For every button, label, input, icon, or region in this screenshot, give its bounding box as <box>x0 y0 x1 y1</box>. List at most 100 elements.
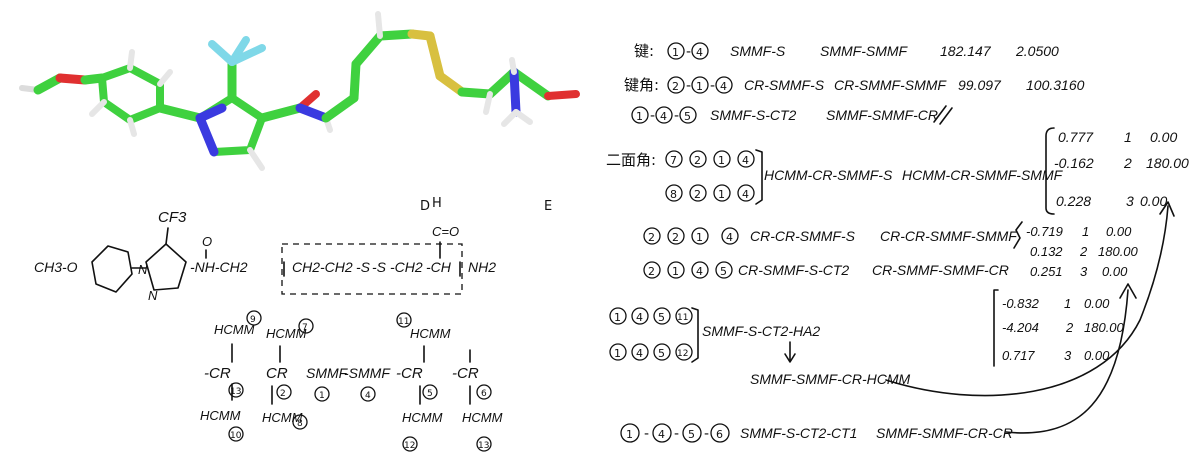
param-value: 180.00 <box>1146 155 1189 171</box>
param-value: 2 <box>1123 155 1132 171</box>
type-label: -SMMF <box>344 365 391 381</box>
co-label: C=O <box>432 224 459 239</box>
svg-text:-: - <box>650 108 655 124</box>
dihedral-types-6: CR-SMMF-SMMF-CR <box>872 262 1009 278</box>
atom-num: 1 <box>636 110 643 123</box>
atom-num: 5 <box>688 428 695 441</box>
param-value: 0.00 <box>1084 348 1110 363</box>
bond-types: SMMF-S <box>730 43 786 59</box>
dihedral-label: 二面角: <box>606 151 656 169</box>
param-value: 2 <box>1065 320 1074 335</box>
bond-value-1: 182.147 <box>940 43 992 59</box>
dashed-selection-box <box>281 243 463 295</box>
param-value: 180.00 <box>1098 244 1139 259</box>
dihedral-group-2: 2 2 1 4 CR-CR-SMMF-S CR-CR-SMMF-SMMF -0.… <box>643 221 1139 279</box>
type-label: -CR <box>396 365 423 382</box>
atom-num: 4 <box>636 311 643 324</box>
atom-num: 2 <box>694 154 701 167</box>
atom-num: 1 <box>672 46 679 59</box>
param-value: 3 <box>1080 264 1088 279</box>
bond-types-2: SMMF-SMMF <box>820 43 909 59</box>
dihedral-types-5: CR-SMMF-S-CT2 <box>738 262 849 278</box>
atom-num: 4 <box>726 231 733 244</box>
atom-num: 5 <box>684 110 691 123</box>
type-num: 6 <box>481 389 487 399</box>
param-value: 0.251 <box>1030 264 1063 279</box>
type-label: HCMM <box>402 410 443 425</box>
angle-types-4: SMMF-SMMF-CR <box>826 107 938 123</box>
ch3o-label: CH3-O <box>34 259 78 275</box>
atom-type-diagram: HCMM 9 HCMM 7 HCMM 11 -CR 13 CR 2 SMMF 1… <box>200 310 503 452</box>
dihedral-group-3: 2 1 4 5 CR-SMMF-S-CT2 CR-SMMF-SMMF-CR -0… <box>643 261 1125 367</box>
param-value: 0.132 <box>1030 244 1063 259</box>
svg-text:-: - <box>674 426 679 442</box>
type-label: HCMM <box>200 408 241 423</box>
type-num: 2 <box>280 389 286 399</box>
type-label: HCMM <box>214 322 255 337</box>
cf3-label: CF3 <box>158 209 187 226</box>
param-value: 1 <box>1124 129 1132 145</box>
atom-num: 4 <box>696 46 703 59</box>
benzene-ring-sketch <box>91 245 133 293</box>
type-label: CR <box>266 365 288 382</box>
param-value: 0.00 <box>1150 129 1177 145</box>
pyrazole-ring-sketch <box>145 243 187 291</box>
atom-num: 11 <box>677 313 688 323</box>
param-value: 0.00 <box>1140 193 1167 209</box>
atom-num: 1 <box>672 265 679 278</box>
param-value: -0.719 <box>1026 224 1063 239</box>
atom-num: 4 <box>696 265 703 278</box>
chain-ch2-3: -CH2 <box>390 259 423 275</box>
dihedral-types-9: SMMF-S-CT2-CT1 <box>740 425 857 441</box>
param-value: 3 <box>1064 348 1072 363</box>
svg-text:-: - <box>686 44 691 60</box>
carbonyl-o-label: O <box>202 234 212 249</box>
type-label: SMMF <box>306 365 349 381</box>
type-label: HCMM <box>462 410 503 425</box>
dihedral-group-5: 1 - 4 - 5 - 6 SMMF-S-CT2-CT1 SMMF-SMMF-C… <box>620 423 1013 443</box>
param-value: 1 <box>1064 296 1071 311</box>
atom-num: 5 <box>720 265 727 278</box>
type-label: HCMM <box>410 326 451 341</box>
type-label: -CR <box>204 365 231 382</box>
angle-types-1: CR-SMMF-S <box>744 77 825 93</box>
atom-num: 1 <box>718 188 725 201</box>
molecule-3d-render <box>19 11 580 171</box>
angle-value-2: 100.3160 <box>1026 77 1085 93</box>
param-value: -0.162 <box>1054 155 1094 171</box>
atom-num: 4 <box>658 428 665 441</box>
atom-num: 2 <box>672 231 679 244</box>
nh2-label: NH2 <box>468 259 496 275</box>
chain-s-1: -S <box>356 259 371 275</box>
param-value: 0.00 <box>1084 296 1110 311</box>
svg-text:-: - <box>644 426 649 442</box>
atom-num: 2 <box>672 80 679 93</box>
arrowhead <box>1159 201 1175 217</box>
parameter-notes: 键: 1 - 4 SMMF-S SMMF-SMMF 182.147 2.0500… <box>606 42 1189 443</box>
atom-num: 7 <box>670 154 677 167</box>
atom-num: 1 <box>696 231 703 244</box>
svg-text:-: - <box>674 108 679 124</box>
atom-num: 2 <box>648 265 655 278</box>
dihedral-types-7: SMMF-S-CT2-HA2 <box>702 323 820 339</box>
param-value: 2 <box>1079 244 1088 259</box>
param-value: 0.228 <box>1056 193 1091 209</box>
type-num: 13 <box>478 441 489 451</box>
angle-value-1: 99.097 <box>958 77 1002 93</box>
param-value: 180.00 <box>1084 320 1125 335</box>
type-num: 5 <box>427 389 433 399</box>
atom-num: 4 <box>720 80 727 93</box>
atom-num: 6 <box>716 428 723 441</box>
atom-num: 4 <box>742 154 749 167</box>
param-value: 0.00 <box>1106 224 1132 239</box>
param-value: -4.204 <box>1002 320 1039 335</box>
angle-block: 键角: 2 - 1 - 4 CR-SMMF-S CR-SMMF-SMMF 99.… <box>624 76 1085 125</box>
svg-text:-: - <box>704 426 709 442</box>
atom-num: 8 <box>670 188 677 201</box>
dihedral-types-10: SMMF-SMMF-CR-CR <box>876 425 1013 441</box>
pyrazole-n2: N <box>148 288 158 303</box>
atom-num: 12 <box>677 349 688 359</box>
dihedral-types-2: HCMM-CR-SMMF-SMMF <box>902 167 1064 183</box>
type-label: HCMM <box>266 326 307 341</box>
